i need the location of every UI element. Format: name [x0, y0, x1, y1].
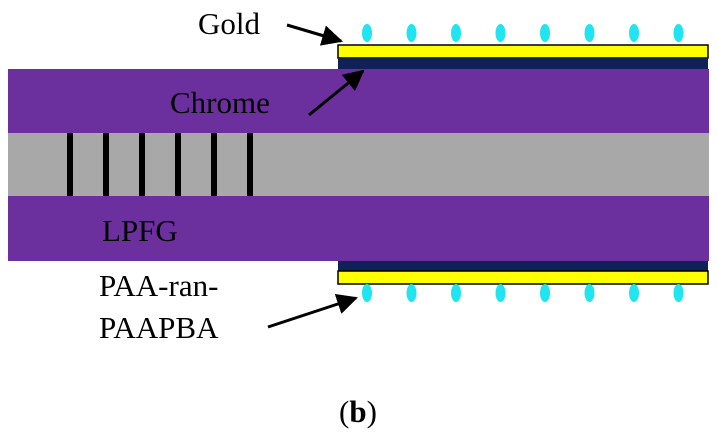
receptor-molecule: [451, 24, 461, 42]
receptor-molecule: [495, 24, 506, 42]
gold-layer-top: [337, 44, 709, 59]
grating-line: [103, 133, 109, 196]
receptor-molecule: [362, 284, 372, 302]
grating-line: [247, 133, 253, 196]
caption-close: ): [367, 394, 377, 429]
cladding-bottom: [8, 196, 709, 261]
molecules-bottom: [362, 284, 684, 302]
receptor-molecule: [584, 24, 595, 42]
receptor-molecule: [362, 24, 372, 42]
chrome-label: Chrome: [170, 85, 270, 120]
grating-lines: [67, 133, 253, 196]
gold-layer-bottom: [337, 270, 709, 285]
receptor-molecule: [673, 284, 684, 302]
cladding-top: [8, 69, 709, 133]
receptor-molecule: [495, 284, 506, 302]
receptor-molecule: [584, 284, 595, 302]
receptor-molecule: [629, 24, 639, 42]
gold-arrow: [286, 23, 344, 46]
paa-arrow: [267, 293, 358, 329]
grating-line: [175, 133, 181, 196]
receptor-molecule: [406, 24, 417, 42]
fiber-core: [8, 133, 709, 196]
receptor-molecule: [406, 284, 417, 302]
paa-label-line2: PAAPBA: [99, 310, 219, 345]
gold-label: Gold: [198, 6, 261, 41]
molecules-top: [362, 24, 684, 42]
paa-label-line1: PAA-ran-: [99, 268, 218, 303]
chrome-layer-top: [338, 58, 708, 69]
chrome-arrow: [308, 69, 365, 117]
grating-line: [139, 133, 145, 196]
grating-line: [67, 133, 73, 196]
receptor-molecule: [451, 284, 461, 302]
receptor-molecule: [540, 284, 550, 302]
chrome-layer-bottom: [338, 261, 708, 271]
receptor-molecule: [540, 24, 550, 42]
figure-caption: (b): [339, 394, 377, 429]
receptor-molecule: [629, 284, 639, 302]
receptor-molecule: [673, 24, 684, 42]
caption-bold: b: [349, 394, 366, 429]
lpfg-label: LPFG: [102, 213, 178, 248]
caption-open: (: [339, 394, 349, 429]
grating-line: [211, 133, 217, 196]
